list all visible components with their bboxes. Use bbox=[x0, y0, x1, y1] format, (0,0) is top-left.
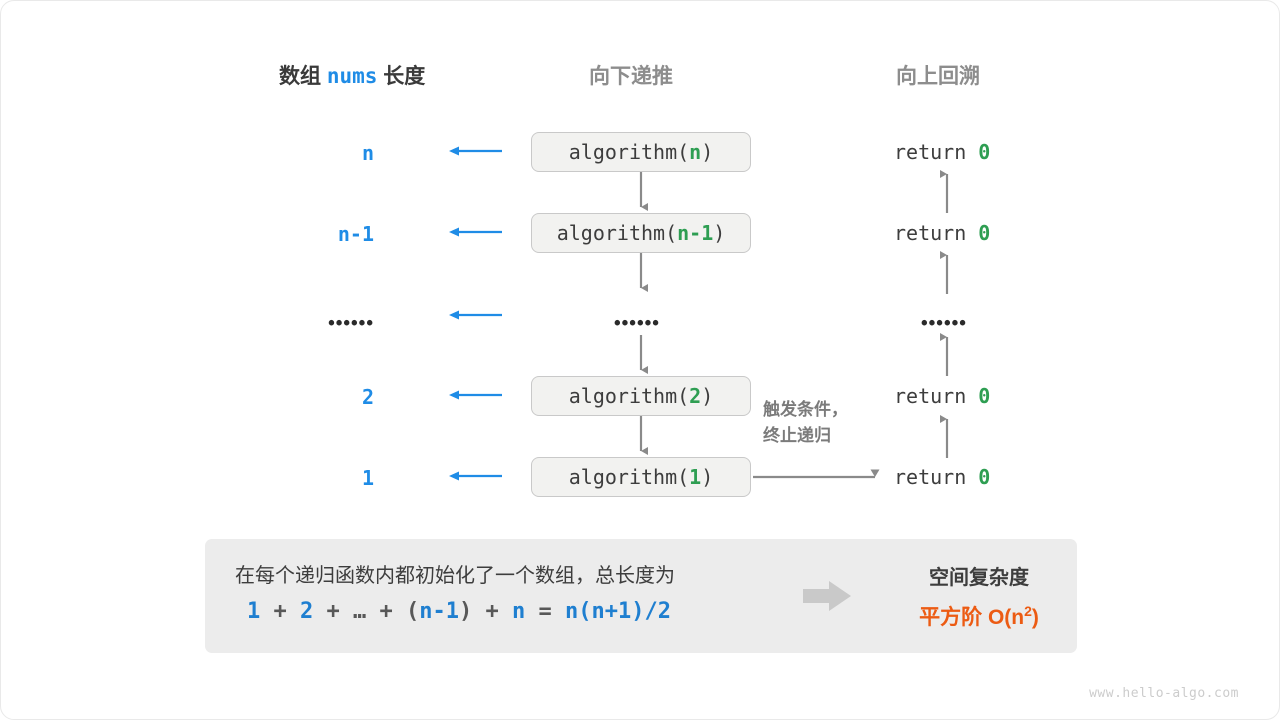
algorithm-call-prefix-4: algorithm( bbox=[568, 465, 690, 489]
size-label-row-3: 2 bbox=[361, 385, 374, 409]
algorithm-box-row-0: algorithm(n) bbox=[531, 132, 751, 172]
summary-description: 在每个递归函数内都初始化了一个数组，总长度为 bbox=[235, 565, 675, 587]
formula-term-1: 1 bbox=[247, 599, 261, 624]
algorithm-call-prefix-3: algorithm( bbox=[568, 384, 690, 408]
summary-formula: 1 + 2 + … + (n-1) + n = n(n+1)/2 bbox=[247, 599, 671, 624]
complexity-exponent: 2 bbox=[1024, 603, 1032, 619]
algorithm-box-row-3: algorithm(2) bbox=[531, 376, 751, 416]
return-value-4: 0 bbox=[978, 465, 991, 489]
algorithm-box-row-1: algorithm(n-1) bbox=[531, 213, 751, 253]
algorithm-call-arg-4: 1 bbox=[689, 465, 702, 489]
formula-op-1: + bbox=[273, 599, 287, 624]
return-label-row-3: return 0 bbox=[894, 384, 990, 408]
formula-op-3: + bbox=[379, 599, 393, 624]
return-keyword-0: return bbox=[894, 140, 967, 164]
algorithm-call-suffix-4: ) bbox=[701, 465, 714, 489]
formula-paren-open: ( bbox=[406, 599, 420, 624]
return-label-row-0: return 0 bbox=[894, 140, 990, 164]
termination-note-line-2: 终止递归 bbox=[763, 425, 831, 445]
return-ellipsis-row-2: •••••• bbox=[921, 313, 967, 334]
algorithm-call-suffix-0: ) bbox=[701, 140, 714, 164]
summary-complexity-title: 空间复杂度 bbox=[929, 567, 1029, 589]
termination-note-line-1: 触发条件， bbox=[763, 400, 848, 419]
summary-panel: 在每个递归函数内都初始化了一个数组，总长度为 1 + 2 + … + (n-1)… bbox=[205, 539, 1077, 653]
complexity-notation: O(n bbox=[987, 606, 1025, 629]
summary-right-arrow-icon bbox=[803, 581, 851, 611]
return-label-row-1: return 0 bbox=[894, 221, 990, 245]
blue-arrow-row-4 bbox=[449, 471, 502, 481]
header-array-length: 数组 nums 长度 bbox=[279, 60, 425, 90]
formula-ellipsis: … bbox=[353, 599, 367, 624]
formula-paren-close: ) bbox=[459, 599, 473, 624]
return-keyword-3: return bbox=[894, 384, 967, 408]
formula-op-2: + bbox=[326, 599, 340, 624]
size-label-row-4: 1 bbox=[361, 466, 374, 490]
return-value-1: 0 bbox=[978, 221, 991, 245]
return-label-row-4: return 0 bbox=[894, 465, 990, 489]
formula-term-3: n-1 bbox=[419, 599, 459, 624]
algorithm-box-row-4: algorithm(1) bbox=[531, 457, 751, 497]
formula-term-4: n bbox=[512, 599, 526, 624]
termination-note: 触发条件， 终止递归 bbox=[763, 397, 848, 448]
blue-arrow-row-1 bbox=[449, 227, 502, 237]
header-backtrack-up: 向上回溯 bbox=[896, 65, 980, 88]
algorithm-call-arg-0: n bbox=[689, 140, 702, 164]
return-keyword-1: return bbox=[894, 221, 967, 245]
return-keyword-4: return bbox=[894, 465, 967, 489]
algorithm-call-arg-3: 2 bbox=[689, 384, 702, 408]
watermark: www.hello-algo.com bbox=[1089, 686, 1239, 701]
header-array-suffix: 长度 bbox=[383, 65, 426, 88]
algorithm-call-prefix-1: algorithm( bbox=[556, 221, 678, 245]
size-label-row-2-ellipsis: •••••• bbox=[328, 313, 374, 334]
formula-equals: = bbox=[538, 599, 552, 624]
algorithm-call-suffix-1: ) bbox=[713, 221, 726, 245]
complexity-label: 平方阶 bbox=[919, 606, 983, 629]
algorithm-call-prefix-0: algorithm( bbox=[568, 140, 690, 164]
return-value-3: 0 bbox=[978, 384, 991, 408]
size-label-row-0: n bbox=[361, 141, 374, 165]
formula-result: n(n+1)/2 bbox=[565, 599, 671, 624]
formula-term-2: 2 bbox=[300, 599, 314, 624]
header-array-prefix: 数组 bbox=[279, 65, 321, 88]
header-array-name: nums bbox=[326, 64, 378, 88]
algorithm-call-arg-1: n-1 bbox=[677, 221, 714, 245]
algorithm-ellipsis-row-2: •••••• bbox=[614, 313, 660, 334]
complexity-notation-end: ) bbox=[1031, 606, 1039, 629]
return-value-0: 0 bbox=[978, 140, 991, 164]
header-recurse-down: 向下递推 bbox=[589, 65, 673, 88]
blue-arrow-row-3 bbox=[449, 390, 502, 400]
blue-arrow-row-2 bbox=[449, 310, 502, 320]
formula-op-4: + bbox=[485, 599, 499, 624]
summary-complexity-value: 平方阶 O(n2) bbox=[881, 601, 1077, 631]
size-label-row-1: n-1 bbox=[337, 222, 374, 246]
blue-arrow-row-0 bbox=[449, 146, 502, 156]
algorithm-call-suffix-3: ) bbox=[701, 384, 714, 408]
